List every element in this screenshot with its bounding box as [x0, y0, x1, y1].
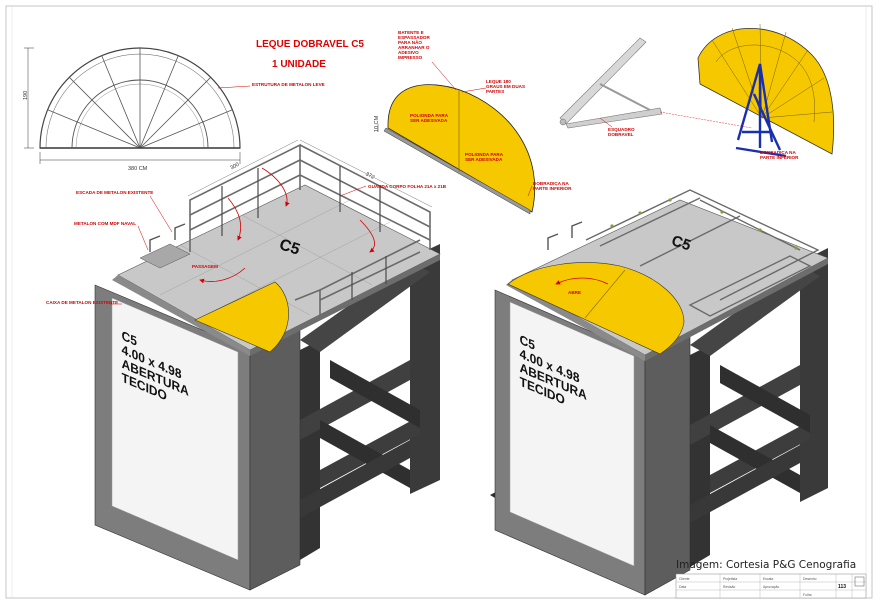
tb-field-3: Projetista [723, 577, 737, 581]
elevation-width-dim: 380 CM [128, 166, 148, 172]
left-roof-label: C5 [277, 236, 302, 259]
structure-label: ESTRUTURA DE METALON LEVE [252, 82, 325, 87]
left-panel-line-1: C5 [122, 328, 137, 349]
company-logo [854, 576, 865, 587]
tb-field-2: Data [679, 585, 686, 589]
fan-elevation: 380 CM 190 ESTRUTURA DE METALON LEVE [23, 47, 325, 172]
fan-thickness-dim: 10 CM [374, 115, 380, 132]
tb-field-4: Revisão [723, 585, 735, 589]
tb-field-8: Folha [803, 593, 812, 597]
elevation-height-dim: 190 [23, 91, 29, 100]
mdf-label: METALON COM MDF NAVAL [74, 221, 136, 226]
image-credit: Imagem: Cortesia P&G Cenografia [676, 559, 856, 571]
folded-label: LEQUE 180 GRAUS EM DUAS PARTES [486, 79, 526, 94]
left-banner-panel [111, 297, 239, 561]
model-left: C5 4.00 x 4.98 ABERTURA TECIDO [46, 139, 447, 591]
left-dim-b: 372 [364, 171, 375, 181]
guard-label: GUARDA CORPO FOLHA 21A x 21B [368, 184, 447, 189]
stair-label: ESCADA DE METALON EXISTENTE [76, 190, 153, 195]
left-dim-a: 300 [230, 162, 241, 172]
right-panel-line-1: C5 [520, 332, 535, 353]
tb-field-7: Desenho [803, 577, 817, 581]
right-banner-panel [509, 301, 635, 567]
tb-field-5: Escala [763, 577, 773, 581]
abre-label: ABRE [568, 290, 581, 295]
model-right: C5 4.00 x 4.98 ABERTURA TECIDO ABRE [490, 189, 829, 596]
drawing-title: LEQUE DOBRAVEL C5 [256, 39, 364, 50]
sheet-number: 113 [838, 584, 846, 590]
tb-field-6: Aprovação [763, 585, 779, 589]
box-label: CAIXA DE METALON EXISTENTE [46, 300, 118, 305]
batten-label: BATENTE E ESPASSADOR PARA NÃO ARRANHAR O… [398, 30, 431, 60]
drawing-subtitle: 1 UNIDADE [272, 59, 326, 70]
passagem-label: PASSAGEM [192, 264, 218, 269]
sheet-border [5, 5, 873, 599]
tb-field-1: Cliente [679, 577, 690, 581]
title-block: Cliente Data Projetista Revisão Escala A… [675, 573, 867, 599]
right-roof-label: C5 [669, 232, 693, 254]
